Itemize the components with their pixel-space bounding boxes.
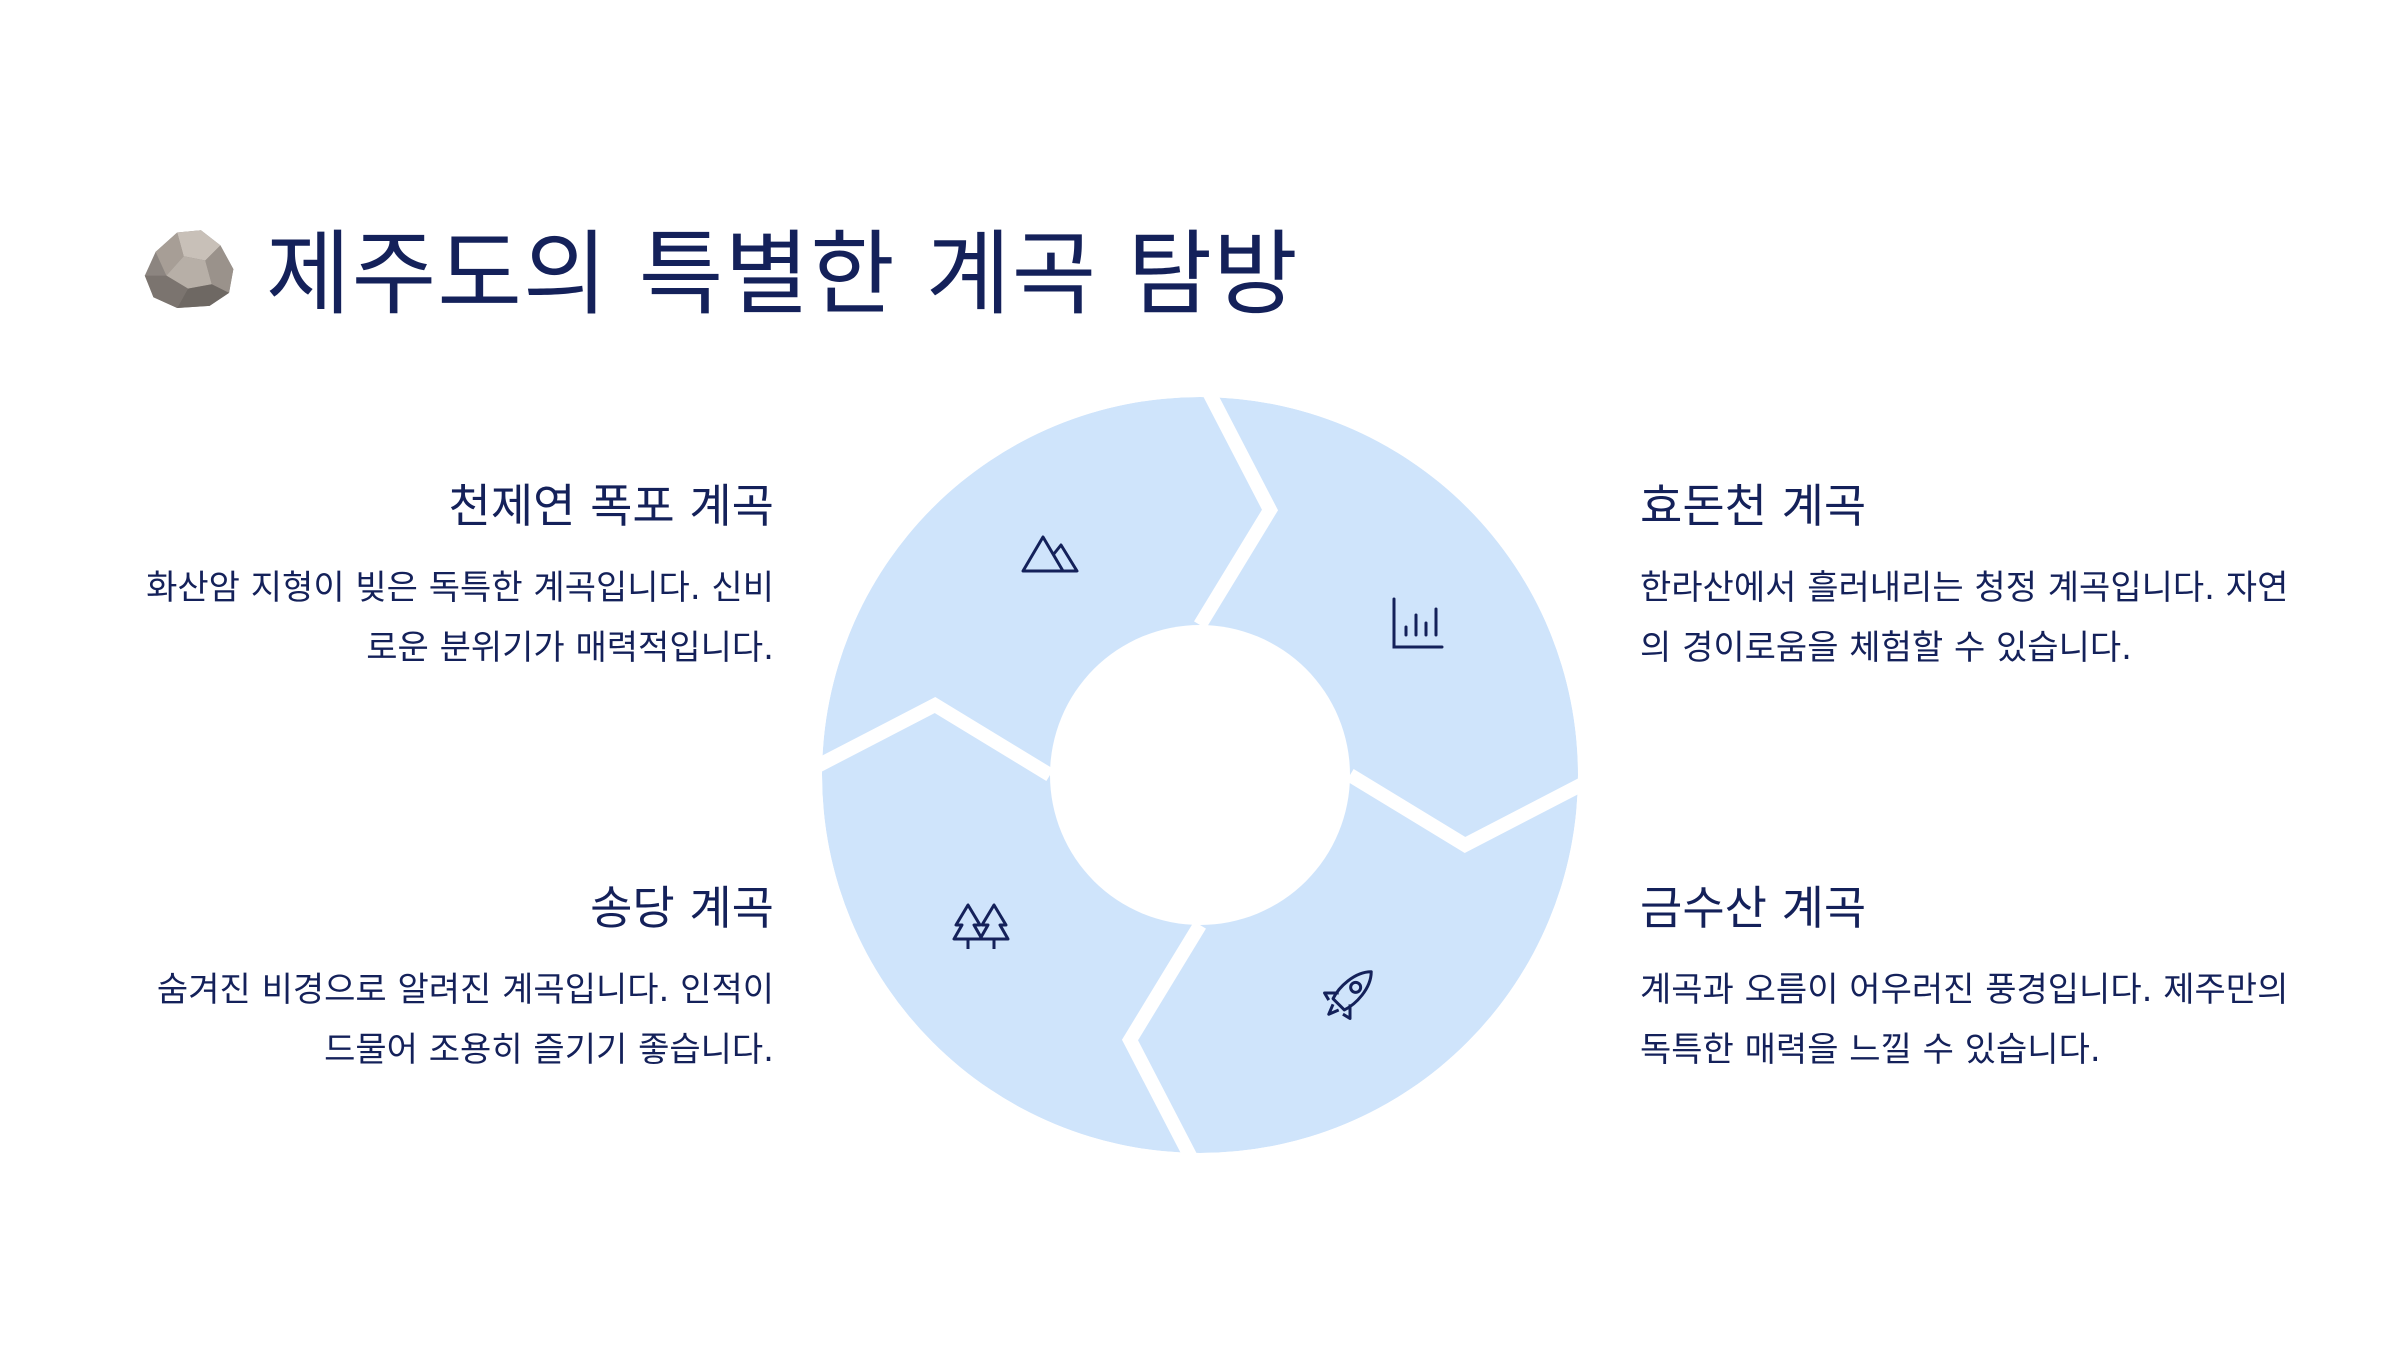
separator-left: [810, 696, 1054, 781]
card-text: 한라산에서 흘러내리는 청정 계곡입니다. 자연의 경이로움을 체험할 수 있습…: [1640, 568, 2289, 668]
card-title: 천제연 폭포 계곡: [448, 479, 774, 533]
mountain-icon: [1021, 535, 1079, 573]
cycle-diagram: [810, 385, 1590, 1165]
card-text: 화산암 지형이 빚은 독특한 계곡입니다. 신비로운 분위기가 매력적입니다.: [146, 568, 774, 668]
page-title: 제주도의 특별한 계곡 탐방: [266, 221, 1299, 328]
card-text: 계곡과 오름이 어우러진 풍경입니다. 제주만의 독특한 매력을 느낄 수 있습…: [1640, 970, 2289, 1070]
trees-icon: [952, 903, 1010, 949]
card-text: 숨겨진 비경으로 알려진 계곡입니다. 인적이 드물어 조용히 즐기기 좋습니다…: [156, 970, 774, 1070]
separator-top: [1194, 385, 1279, 629]
separator-right: [1346, 769, 1590, 854]
card-cheonjiyeon: 천제연 폭포 계곡 화산암 지형이 빚은 독특한 계곡입니다. 신비로운 분위기…: [124, 470, 774, 678]
card-geumsusan: 금수산 계곡 계곡과 오름이 어우러진 풍경입니다. 제주만의 독특한 매력을 …: [1640, 872, 2290, 1080]
card-hyodoncheon: 효돈천 계곡 한라산에서 흘러내리는 청정 계곡입니다. 자연의 경이로움을 체…: [1640, 470, 2290, 678]
rock-icon: [144, 229, 234, 308]
chart-icon: [1392, 597, 1444, 649]
rocket-icon: [1323, 970, 1373, 1020]
title-row: 제주도의 특별한 계곡 탐방: [134, 200, 1299, 333]
card-title: 송당 계곡: [590, 881, 774, 935]
card-title: 금수산 계곡: [1640, 881, 1867, 935]
card-songdang: 송당 계곡 숨겨진 비경으로 알려진 계곡입니다. 인적이 드물어 조용히 즐기…: [124, 872, 774, 1080]
separator-bottom: [1121, 921, 1206, 1165]
cycle-ring: [822, 397, 1578, 1153]
card-title: 효돈천 계곡: [1640, 479, 1867, 533]
